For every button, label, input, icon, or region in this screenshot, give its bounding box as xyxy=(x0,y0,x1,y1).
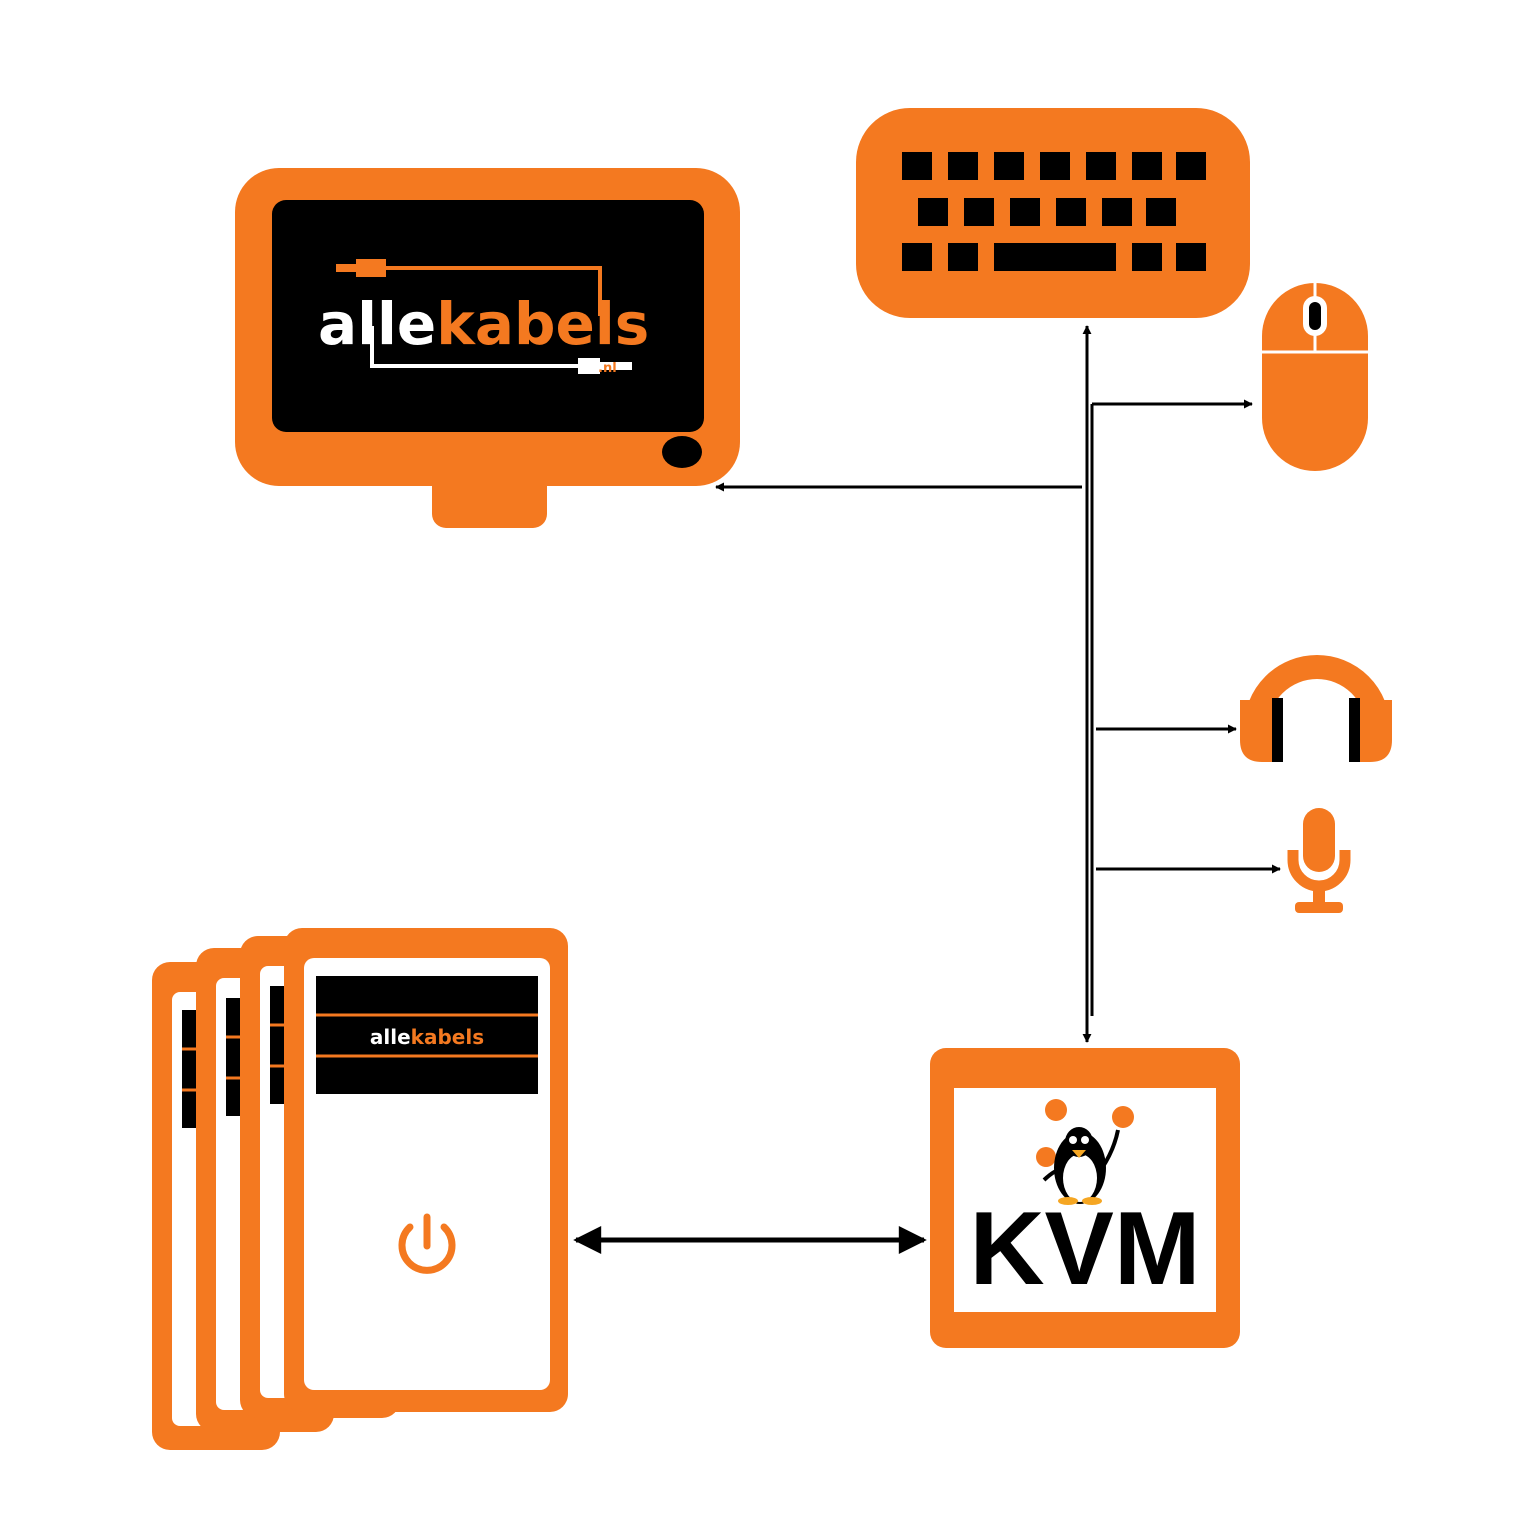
microphone-icon xyxy=(1287,808,1351,913)
computer-stack: allekabels xyxy=(152,928,568,1450)
monitor-logo-tld: .nl xyxy=(598,361,617,376)
monitor-logo-text: allekabels xyxy=(318,290,649,358)
mouse-icon xyxy=(1262,283,1368,471)
computer-logo-text: allekabels xyxy=(370,1025,484,1049)
connections xyxy=(573,325,1281,1254)
penguin-juggling-icon xyxy=(1036,1099,1134,1205)
kvm-label: KVM xyxy=(969,1191,1200,1307)
monitor-icon: allekabels .nl xyxy=(235,168,740,528)
keyboard-icon xyxy=(856,108,1250,318)
kvm-switch-icon: KVM xyxy=(930,1048,1240,1348)
monitor-logo: allekabels .nl xyxy=(318,259,649,376)
computer-tower-icon: allekabels xyxy=(284,928,568,1412)
headphones-icon xyxy=(1240,655,1392,762)
power-icon xyxy=(398,1213,456,1274)
